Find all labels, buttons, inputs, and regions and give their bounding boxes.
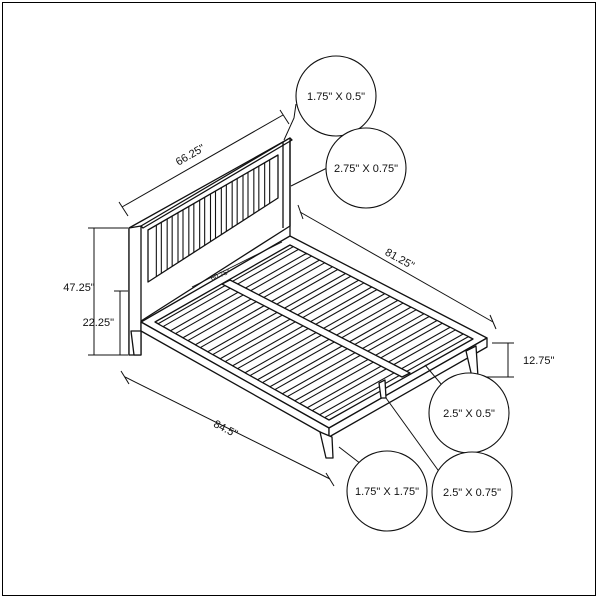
bed-slat [256,299,404,384]
callout-side-rail: 2.5" X 0.75" [443,487,501,499]
callout-slat: 2.5" X 0.5" [443,408,495,420]
leader-side-rail [385,397,444,478]
callout-circles [295,55,513,533]
label-leg-height: 12.75" [523,355,555,367]
callout-circle-headboard-rail [325,127,407,209]
leader-leg [338,446,362,465]
callout-leg: 1.75" X 1.75" [355,486,419,498]
bed-slats [157,246,469,419]
dim-line-front-width [124,376,331,480]
dim-line-inner-width [191,241,283,288]
callout-headboard-post: 1.75" X 0.5" [307,91,365,103]
bed-slat [319,333,469,419]
callout-headboard-rail: 2.75" X 0.75" [334,163,398,175]
headboard-slats [155,159,271,277]
headboard-inner-panel [147,154,279,283]
label-headboard-width: 66.25" [174,142,207,168]
foot-rail [328,337,488,438]
bed-slat [294,319,443,405]
dim-line-headboard-width [121,114,284,208]
callout-circle-side-rail [431,451,513,533]
headboard [128,137,293,356]
bed-drawing [128,137,488,459]
bed-slat [244,293,391,377]
bed-frame [130,235,488,459]
leg-front-right [465,345,479,378]
leg-front-left [319,431,334,459]
dim-line-length [299,211,494,323]
dimension-lines [88,109,514,487]
bed-slat [306,326,456,412]
leg-back-left [130,330,142,356]
bed-slat [281,313,430,398]
label-total-height: 47.25" [63,282,95,294]
callout-labels: 1.75" X 0.5" 2.75" X 0.75" 2.5" X 0.5" 1… [307,91,501,499]
headboard-top-rail [140,137,293,229]
bed-slat [269,306,417,391]
leg-center [378,379,387,399]
leader-headboard-post [283,103,297,141]
bed-slat [232,286,378,370]
label-front-width: 84.5" [211,418,239,440]
center-support-beam [221,279,411,378]
label-frame-height: 22.25" [83,317,115,329]
callout-circle-leg [346,450,428,532]
callout-circle-headboard-post [295,55,377,137]
leader-headboard-rail [290,167,328,187]
